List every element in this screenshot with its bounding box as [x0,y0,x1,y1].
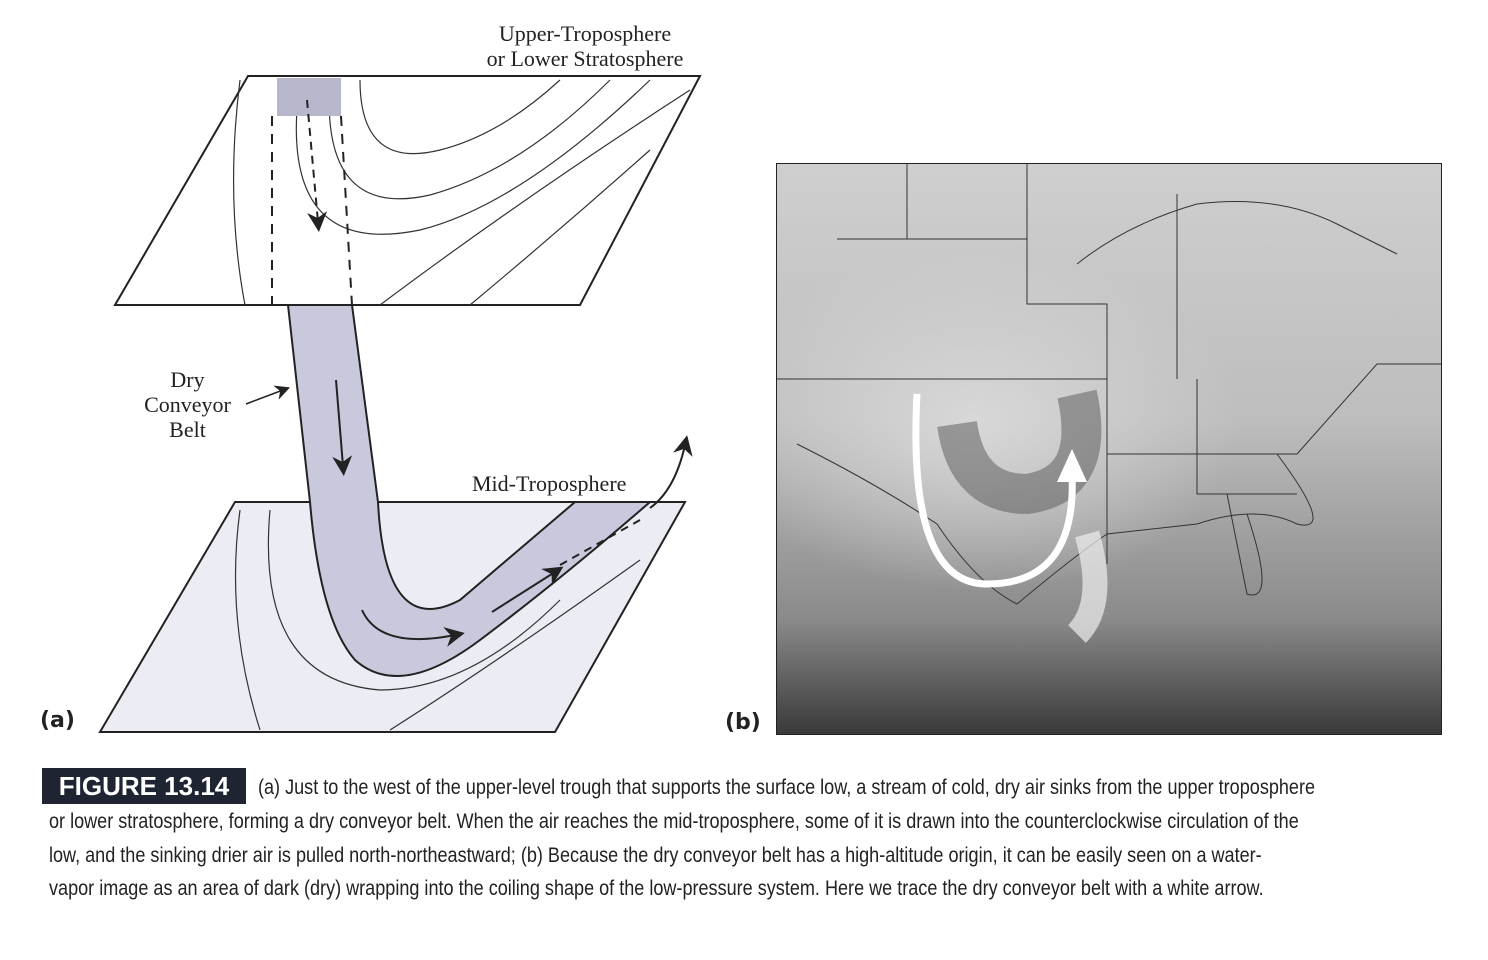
panel-b-label: (b) [725,710,761,735]
caption-line: vapor image as an area of dark (dry) wra… [49,877,1264,900]
water-vapor-satellite-image [776,163,1442,735]
caption-line: or lower stratosphere, forming a dry con… [49,810,1299,833]
label-line: Upper-Troposphere [498,21,672,46]
upper-plane-label: Upper-Troposphere or Lower Stratosphere [470,21,700,71]
upper-level-plane [113,75,702,306]
caption-line: (a) Just to the west of the upper-level … [258,776,1316,799]
label-line: or Lower Stratosphere [486,46,684,71]
upper-contours [232,79,691,306]
panel-a-label: (a) [40,708,75,733]
label-line: Belt [169,417,206,442]
dry-conveyor-belt-diagram [98,75,702,733]
white-arrow [912,393,1076,588]
figure-number-badge: FIGURE 13.14 [42,768,246,804]
mid-plane-label: Mid-Troposphere [472,471,627,496]
belt-label: Dry Conveyor Belt [130,367,245,442]
dry-conveyor-belt [286,304,653,677]
caption-line: low, and the sinking drier air is pulled… [49,844,1262,867]
label-line: Conveyor [144,392,231,417]
label-line: Dry [170,367,205,392]
state-borders [777,164,1441,605]
